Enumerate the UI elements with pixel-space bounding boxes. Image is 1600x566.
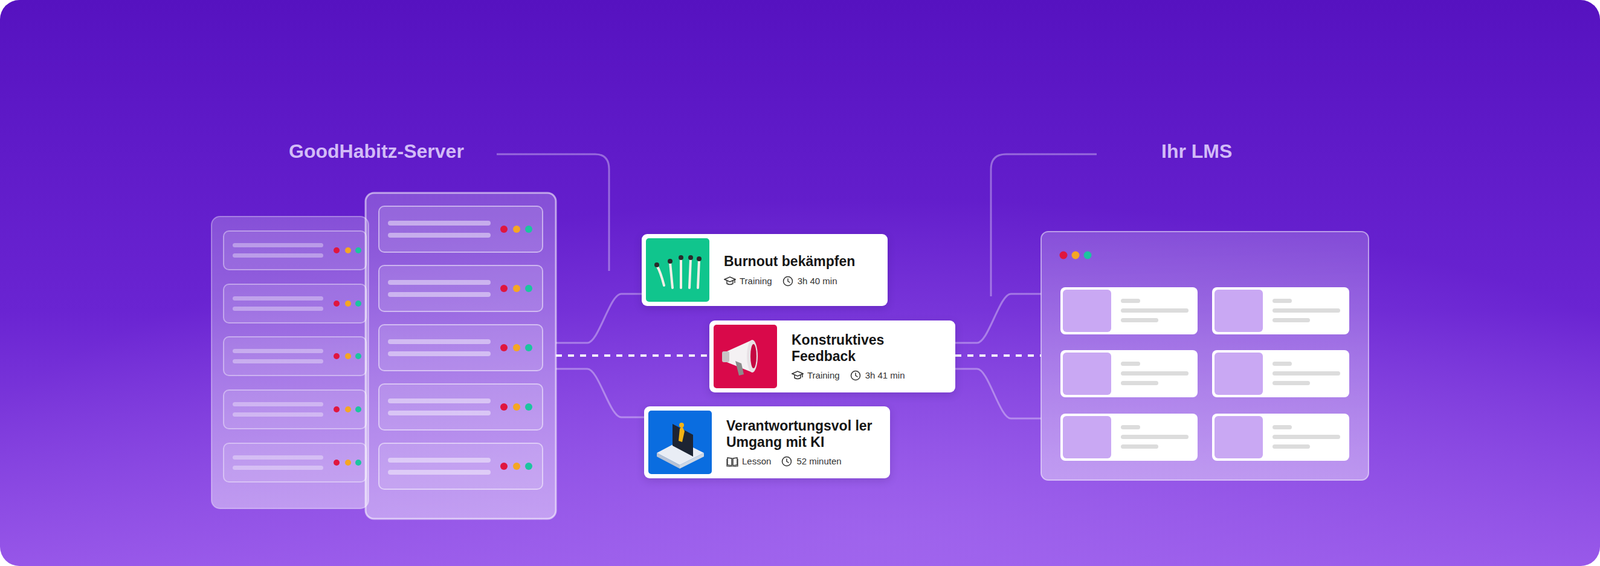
course-thumbnail [645, 238, 710, 302]
lms-tile [1060, 413, 1198, 461]
server-front [365, 192, 556, 519]
clock-icon [780, 455, 793, 467]
server-row [223, 283, 367, 323]
server-row [223, 230, 367, 270]
course-duration: 3h 41 min [865, 369, 906, 381]
server-row [378, 324, 543, 371]
thumbnail-illustration [645, 238, 710, 302]
system-heading: GoodHabitz-Server [288, 140, 465, 163]
dashed-connector [955, 354, 1042, 357]
curved-connector [555, 293, 642, 343]
thumbnail-illustration [713, 324, 778, 388]
course-type: Training [807, 369, 840, 381]
thumbnail-illustration [648, 410, 712, 474]
dashed-connector [555, 354, 710, 357]
course-type: Training [739, 275, 773, 286]
server-row [378, 206, 543, 252]
curved-connector [555, 368, 645, 417]
lms-tile [1060, 287, 1198, 335]
course-thumbnail [648, 410, 712, 474]
clock-icon [849, 369, 862, 381]
curved-connector [955, 293, 1042, 343]
type-icon [726, 455, 739, 467]
course-meta: Training 3h 41 min [791, 369, 950, 381]
server-row [223, 442, 367, 482]
course-duration: 3h 40 min [797, 275, 838, 286]
course-card: Konstruktives FeedbackTraining 3h 41 min [709, 320, 956, 393]
course-meta: Training 3h 40 min [723, 275, 883, 287]
lms-tile [1212, 349, 1350, 397]
card-text: Konstruktives FeedbackTraining 3h 41 min [791, 331, 950, 381]
lms-window [1041, 231, 1369, 480]
course-card: Verantwortungsvol ler Umgang mit KI Lesso… [644, 406, 891, 478]
type-icon [723, 275, 736, 287]
server-row [378, 265, 543, 312]
course-type: Lesson [741, 455, 771, 466]
course-meta: Lesson 52 minuten [726, 455, 885, 467]
system-heading: Ihr LMS [1161, 140, 1233, 163]
course-title: Konstruktives Feedback [791, 331, 950, 364]
server-row [223, 389, 367, 429]
course-title: Verantwortungsvol ler Umgang mit KI [726, 417, 885, 450]
server-row [378, 442, 543, 489]
lms-tile [1060, 349, 1198, 397]
server-row [378, 383, 543, 430]
server-back [211, 216, 369, 509]
card-text: Burnout bekämpfenTraining 3h 40 min [723, 253, 883, 286]
type-icon [791, 369, 804, 381]
card-text: Verantwortungsvol ler Umgang mit KI Lesso… [726, 417, 885, 467]
system-group: GoodHabitz-Server [211, 140, 556, 519]
course-duration: 52 minuten [796, 455, 842, 466]
curved-connector [955, 368, 1042, 419]
lms-tile [1212, 287, 1350, 335]
lms-tile [1212, 413, 1350, 461]
course-title: Burnout bekämpfen [723, 253, 883, 269]
server-row [223, 336, 367, 376]
course-card: Burnout bekämpfenTraining 3h 40 min [641, 233, 888, 306]
course-thumbnail [713, 324, 778, 388]
clock-icon [781, 275, 794, 287]
system-group: Ihr LMS [1041, 140, 1369, 480]
